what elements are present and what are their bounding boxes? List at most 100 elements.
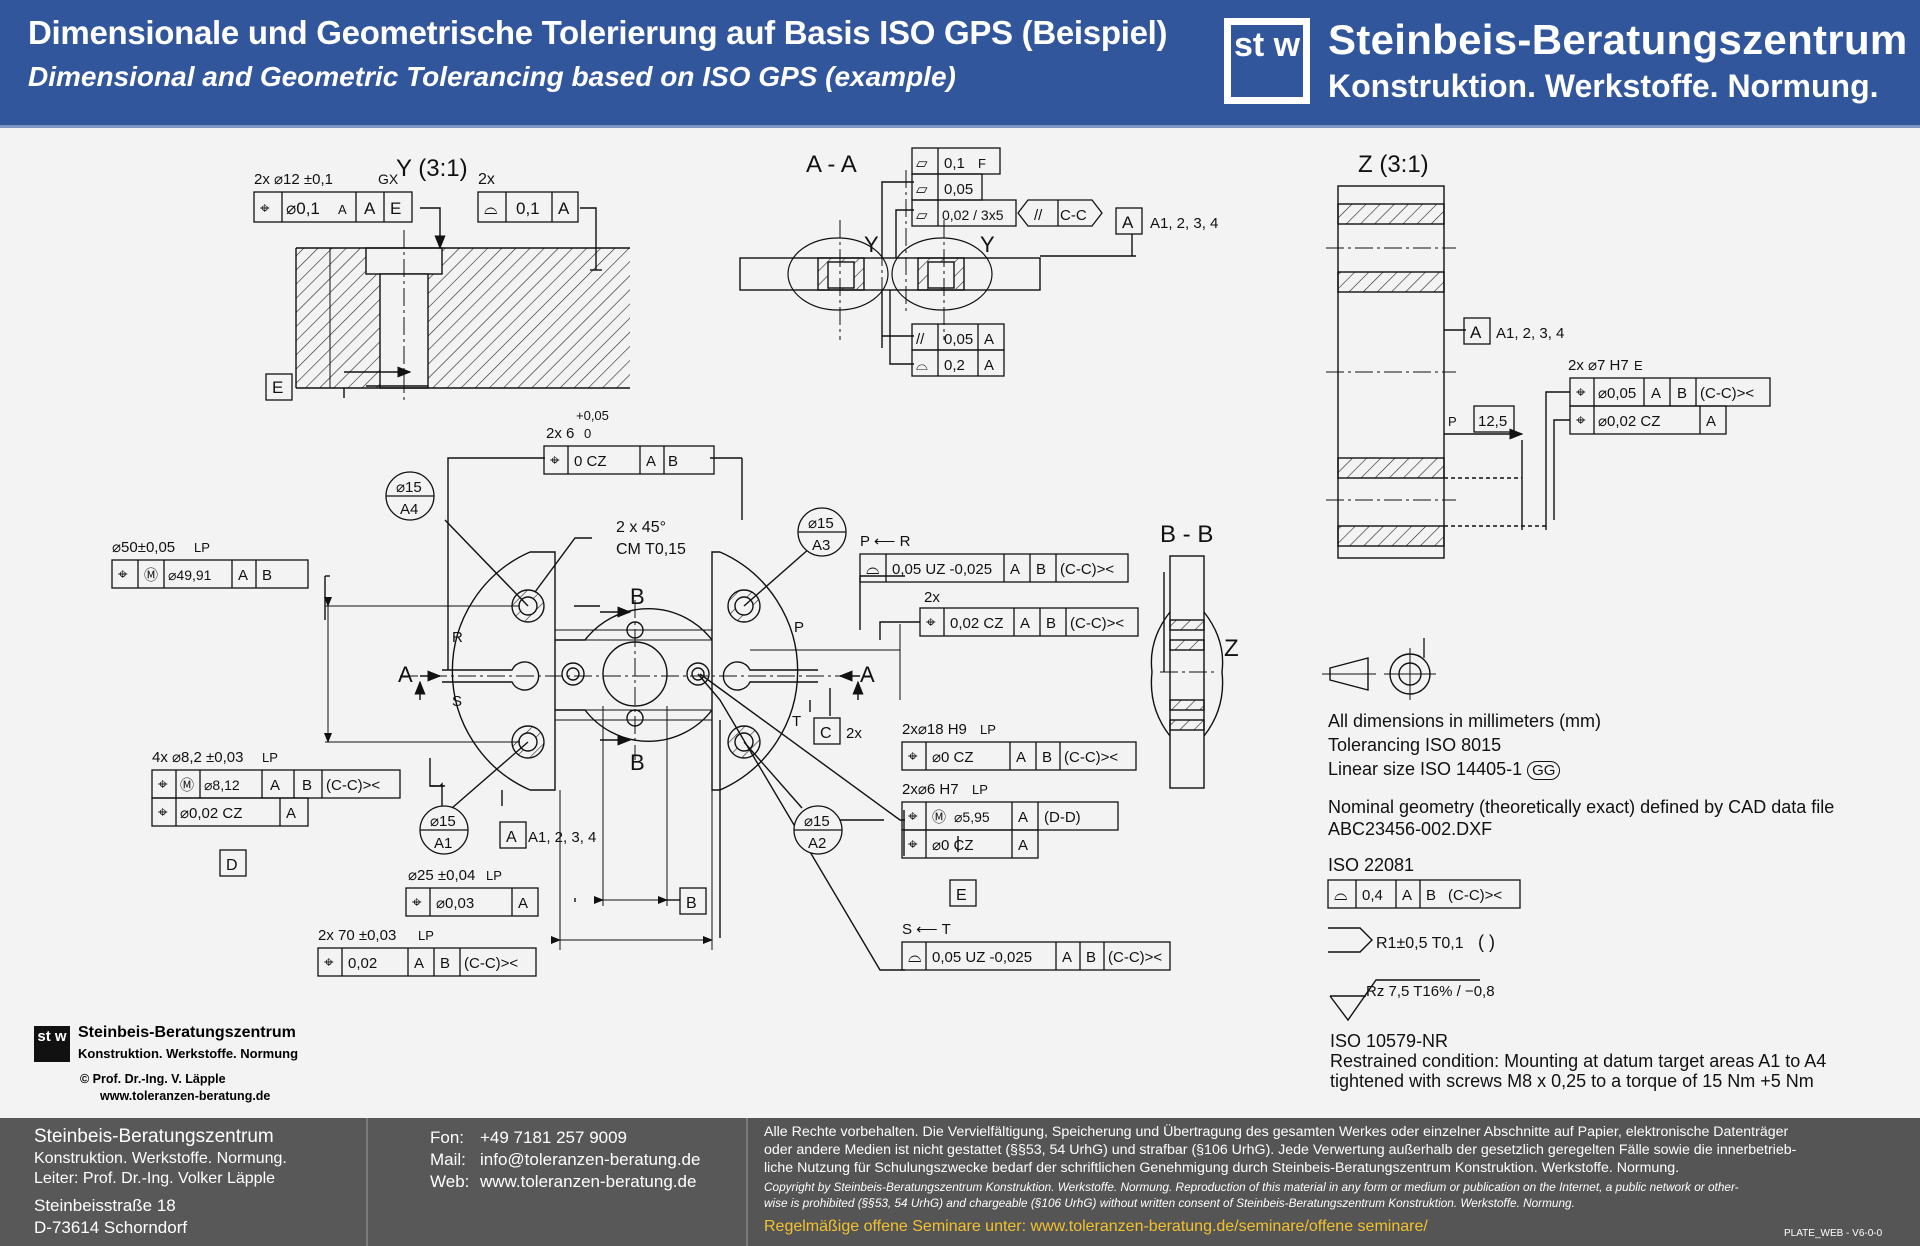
datum-e-mid: E bbox=[956, 887, 967, 904]
fcf-gen-tol: 0,4 bbox=[1362, 887, 1383, 904]
fcf-dia82-pos-tol: ⌀0,02 CZ bbox=[180, 805, 242, 822]
target-a3-bottom: A3 bbox=[812, 537, 830, 554]
fcf-dia82-mmc: Ⓜ bbox=[180, 777, 194, 793]
fcf-st-tol: 0,05 UZ -0,025 bbox=[932, 949, 1032, 966]
projection-symbol bbox=[1322, 648, 1436, 700]
fcf-dia6-symbol: ⌖ bbox=[908, 807, 918, 826]
title-german: Dimensionale und Geometrische Tolerierun… bbox=[28, 14, 1168, 51]
right-arc bbox=[719, 551, 799, 791]
small-author: © Prof. Dr.-Ing. V. Läpple bbox=[80, 1072, 226, 1086]
datum-b: B bbox=[686, 895, 697, 912]
fcf-pr-d3: (C-C)>< bbox=[1060, 561, 1114, 578]
target-a4-bottom: A4 bbox=[400, 501, 418, 518]
datum-a-z-note: A1, 2, 3, 4 bbox=[1496, 325, 1564, 342]
datum-a-z: A bbox=[1470, 323, 1482, 342]
chamfer-line1: 2 x 45° bbox=[616, 519, 666, 536]
dim-len70-mod: LP bbox=[418, 928, 434, 943]
fcf-gen-d2: B bbox=[1426, 887, 1436, 904]
small-brand-tagline: Konstruktion. Werkstoffe. Normung bbox=[78, 1046, 299, 1061]
datum-e-y: E bbox=[272, 378, 283, 397]
view-bb bbox=[1150, 555, 1224, 789]
small-url-link[interactable]: www.toleranzen-beratung.de bbox=[100, 1089, 271, 1103]
fcf-slot-d1: A bbox=[646, 453, 656, 470]
fcf-cz-d1: A bbox=[1020, 615, 1030, 632]
dim-len70: 2x 70 ±0,03 bbox=[318, 927, 396, 944]
fcf-dia82-symbol: ⌖ bbox=[158, 775, 168, 794]
footer-rights: Alle Rechte vorbehalten. Die Vervielfält… bbox=[748, 1118, 1920, 1246]
symbol-radius-edge: R1±0,5 T0,1 bbox=[1376, 935, 1464, 952]
fcf-dia6-d1: A bbox=[1018, 809, 1028, 826]
fcf-dia18-symbol: ⌖ bbox=[908, 747, 918, 766]
fcf-cz-symbol: ⌖ bbox=[926, 613, 936, 632]
footer-web-link[interactable]: www.toleranzen-beratung.de bbox=[480, 1172, 697, 1191]
footer-tagline: Konstruktion. Werkstoffe. Normung. bbox=[34, 1150, 287, 1167]
view-aa bbox=[739, 170, 1136, 365]
title-english: Dimensional and Geometric Tolerancing ba… bbox=[28, 61, 956, 92]
fcf-dia6-d2: (D-D) bbox=[1044, 809, 1081, 826]
note-nominal2: ABC23456-002.DXF bbox=[1328, 819, 1493, 839]
label-p-to-r: P ⟵ R bbox=[860, 533, 911, 550]
fcf-aa-flat1-tol: 0,1 bbox=[944, 155, 965, 172]
view-y bbox=[295, 207, 630, 400]
fcf-dia50-mmc: Ⓜ bbox=[144, 567, 158, 583]
footer-phone: +49 7181 257 9009 bbox=[480, 1128, 628, 1147]
fcf-z-pos-d2: B bbox=[1677, 385, 1687, 402]
small-brand-name: Steinbeis-Beratungszentrum bbox=[78, 1024, 296, 1041]
footer-mail-label: Mail: bbox=[430, 1150, 466, 1169]
note-linear-size-mod: GG bbox=[1527, 761, 1561, 780]
fcf-z-pos2-tol: ⌀0,02 CZ bbox=[1598, 413, 1660, 430]
y-hatch bbox=[296, 248, 630, 388]
fcf-aa-flat3-par: // bbox=[1034, 207, 1043, 224]
footer-rights-2: oder andere Medien ist nicht gestattet (… bbox=[764, 1142, 1797, 1158]
aa-section-body bbox=[739, 257, 1041, 291]
technical-drawing: Y (3:1) A - A Z (3:1) B - B Z 2x ⌀12 ±0,… bbox=[111, 147, 1771, 1022]
fcf-dia25-symbol: ⌖ bbox=[412, 893, 422, 912]
stw-logo: st w bbox=[1224, 18, 1310, 104]
note-tolerancing: Tolerancing ISO 8015 bbox=[1328, 735, 1502, 755]
dim-dia25: ⌀25 ±0,04 bbox=[408, 867, 475, 884]
fcf-dia6-pos-d1: A bbox=[1018, 837, 1028, 854]
footer-phone-label: Fon: bbox=[430, 1128, 465, 1147]
note-linear-size: Linear size ISO 14405-1 GG bbox=[1328, 758, 1561, 782]
fcf-st-d1: A bbox=[1062, 949, 1072, 966]
dim-p-box-mod: P bbox=[1448, 414, 1457, 429]
target-a1-bottom: A1 bbox=[434, 835, 452, 852]
dim-y-2x: 2x bbox=[478, 171, 495, 188]
fcf-pr-symbol: ⌓ bbox=[866, 559, 879, 578]
footer-web-label: Web: bbox=[430, 1172, 470, 1191]
fcf-aa-par-symbol: // bbox=[916, 331, 925, 348]
datum-a-main-note: A1, 2, 3, 4 bbox=[528, 829, 596, 846]
footer-copyright-1: Copyright by Steinbeis-Beratungszentrum … bbox=[764, 1180, 1739, 1194]
dim-y-hole-mod: GX bbox=[378, 171, 399, 187]
label-a-left: A bbox=[398, 662, 413, 687]
view-label-aa: A - A bbox=[806, 151, 857, 178]
fcf-pr-d1: A bbox=[1010, 561, 1020, 578]
footer-city: D-73614 Schorndorf bbox=[34, 1218, 188, 1237]
fcf-cz-tol: 0,02 CZ bbox=[950, 615, 1003, 632]
brand-tagline: Konstruktion. Werkstoffe. Normung. bbox=[1328, 68, 1879, 104]
fcf-y-pos-tol: ⌀0,1 bbox=[286, 199, 320, 218]
fcf-aa-flat3-ref: C-C bbox=[1060, 207, 1087, 224]
view-z bbox=[1326, 185, 1570, 559]
footer-seminar-link[interactable]: Regelmäßige offene Seminare unter: www.t… bbox=[764, 1218, 1428, 1235]
fcf-cz-d2: B bbox=[1046, 615, 1056, 632]
dim-dia50-mod: LP bbox=[194, 540, 210, 555]
fcf-aa-prof-d1: A bbox=[984, 357, 994, 374]
fcf-aa-flat3-tol: 0,02 / 3x5 bbox=[942, 207, 1004, 223]
dim-dia50: ⌀50±0,05 bbox=[112, 539, 175, 556]
fcf-dia82-d3: (C-C)>< bbox=[326, 777, 380, 794]
fcf-st-symbol: ⌓ bbox=[908, 947, 921, 966]
fcf-dia6-pos-symbol: ⌖ bbox=[908, 835, 918, 854]
chamfer-line2: CM T0,15 bbox=[616, 541, 686, 558]
fcf-dia50-d1: A bbox=[238, 567, 248, 584]
label-y-b: Y bbox=[980, 232, 995, 257]
fcf-dia18-d2: B bbox=[1042, 749, 1052, 766]
datum-d: D bbox=[226, 857, 238, 874]
fcf-y-pos-d1: A bbox=[364, 199, 376, 218]
footer-mail-link[interactable]: info@toleranzen-beratung.de bbox=[480, 1150, 701, 1169]
fcf-aa-prof-tol: 0,2 bbox=[944, 357, 965, 374]
footer-copyright-2: wise is prohibited (§§53, 54 UrhG) and c… bbox=[764, 1196, 1575, 1210]
fcf-gen-d1: A bbox=[1402, 887, 1412, 904]
footer-rights-1: Alle Rechte vorbehalten. Die Vervielfält… bbox=[764, 1124, 1789, 1140]
datum-a-aa-note: A1, 2, 3, 4 bbox=[1150, 215, 1218, 232]
